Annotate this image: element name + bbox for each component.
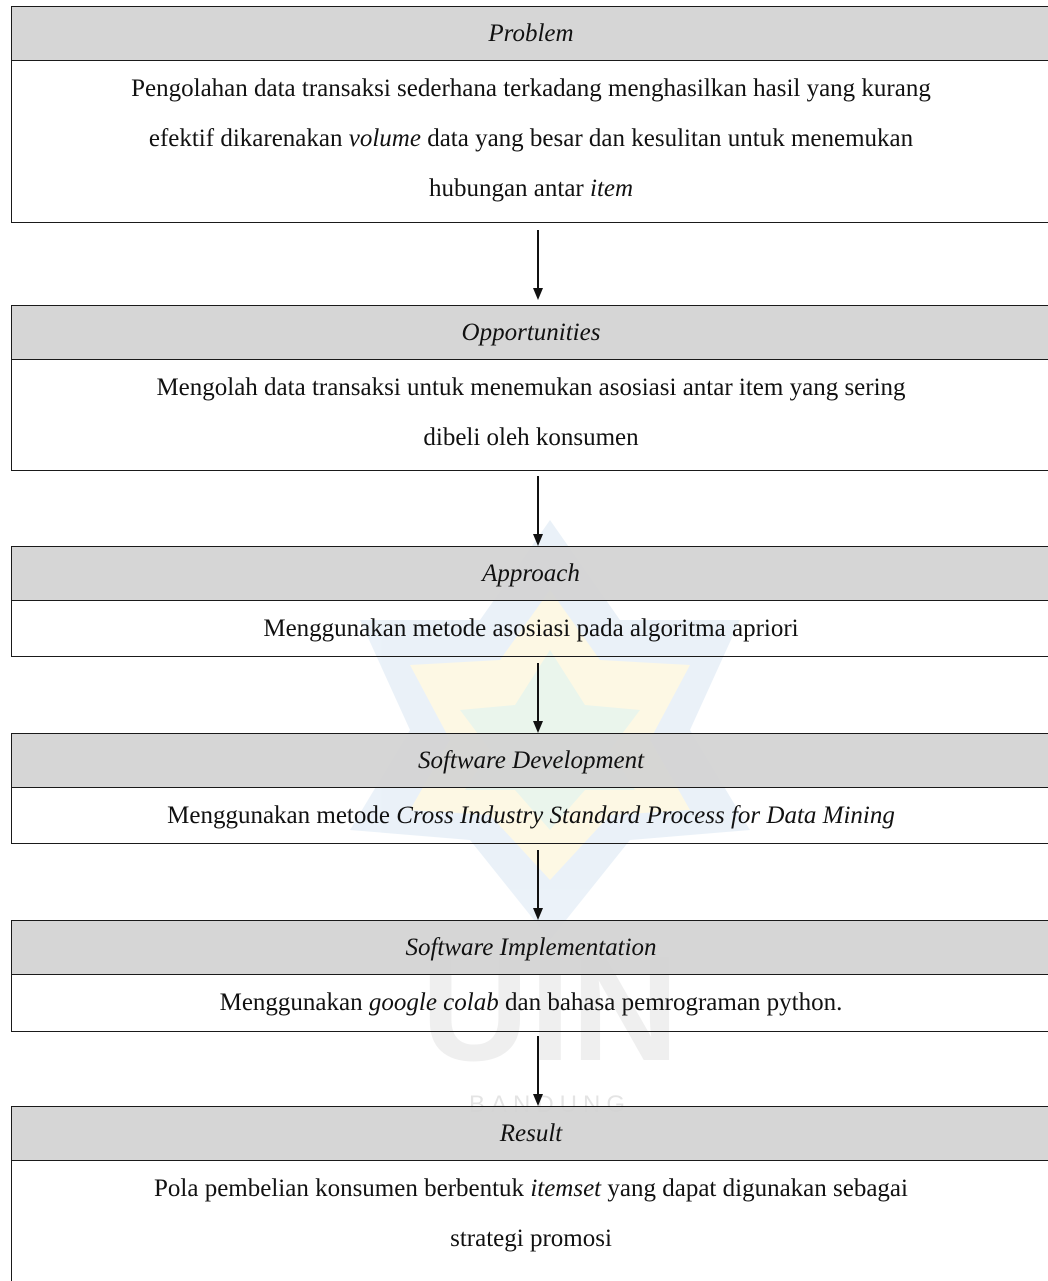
opportunities-body: Mengolah data transaksi untuk menemukan … bbox=[12, 360, 1048, 466]
arrow-down-icon bbox=[533, 230, 543, 300]
approach-body: Menggunakan metode asosiasi pada algorit… bbox=[12, 601, 1048, 657]
problem-body: Pengolahan data transaksi sederhana terk… bbox=[12, 61, 1048, 217]
text-line: Pola pembelian konsumen berbentuk itemse… bbox=[20, 1164, 1042, 1214]
arrow-down-icon bbox=[533, 476, 543, 546]
approach-header: Approach bbox=[12, 547, 1048, 601]
opportunities-box: Opportunities Mengolah data transaksi un… bbox=[11, 305, 1048, 471]
arrow-down-icon bbox=[533, 663, 543, 733]
arrow-down-icon bbox=[533, 1036, 543, 1106]
text-line: strategi promosi bbox=[20, 1214, 1042, 1264]
problem-box: Problem Pengolahan data transaksi sederh… bbox=[11, 6, 1048, 223]
opportunities-header: Opportunities bbox=[12, 306, 1048, 360]
result-header: Result bbox=[12, 1107, 1048, 1161]
text-run: strategi promosi bbox=[450, 1225, 612, 1252]
text-run: data yang besar dan kesulitan untuk mene… bbox=[420, 125, 914, 152]
text-line: Menggunakan google colab dan bahasa pemr… bbox=[20, 978, 1042, 1028]
result-body: Pola pembelian konsumen berbentuk itemse… bbox=[12, 1161, 1048, 1267]
text-line: hubungan antar item bbox=[20, 164, 1042, 214]
italic-term: volume bbox=[348, 125, 421, 152]
text-run: Menggunakan bbox=[219, 989, 369, 1016]
text-run: Pengolahan data transaksi sederhana terk… bbox=[131, 75, 931, 102]
software-development-body: Menggunakan metode Cross Industry Standa… bbox=[12, 788, 1048, 844]
text-run: dibeli oleh konsumen bbox=[423, 424, 639, 451]
result-box: Result Pola pembelian konsumen berbentuk… bbox=[11, 1106, 1048, 1281]
text-run: Menggunakan metode asosiasi pada algorit… bbox=[263, 615, 799, 642]
software-implementation-header: Software Implementation bbox=[12, 921, 1048, 975]
text-line: Mengolah data transaksi untuk menemukan … bbox=[20, 363, 1042, 413]
text-line: Menggunakan metode Cross Industry Standa… bbox=[20, 791, 1042, 841]
text-line: efektif dikarenakan volume data yang bes… bbox=[20, 114, 1042, 164]
text-run: Mengolah data transaksi untuk menemukan … bbox=[156, 374, 906, 401]
problem-header: Problem bbox=[12, 7, 1048, 61]
italic-term: item bbox=[590, 175, 634, 202]
text-run: dan bahasa pemrograman python. bbox=[498, 989, 843, 1016]
text-run: Menggunakan metode bbox=[167, 802, 397, 829]
italic-term: google colab bbox=[368, 989, 499, 1016]
software-development-box: Software Development Menggunakan metode … bbox=[11, 733, 1048, 844]
arrow-down-icon bbox=[533, 850, 543, 920]
text-run: Pola pembelian konsumen berbentuk bbox=[154, 1175, 531, 1202]
italic-term: itemset bbox=[530, 1175, 602, 1202]
approach-box: Approach Menggunakan metode asosiasi pad… bbox=[11, 546, 1048, 657]
italic-term: Cross Industry Standard Process for Data… bbox=[396, 802, 895, 829]
software-development-header: Software Development bbox=[12, 734, 1048, 788]
text-line: dibeli oleh konsumen bbox=[20, 413, 1042, 463]
text-run: hubungan antar bbox=[428, 175, 590, 202]
text-run: efektif dikarenakan bbox=[148, 125, 349, 152]
text-line: Menggunakan metode asosiasi pada algorit… bbox=[20, 604, 1042, 654]
software-implementation-box: Software Implementation Menggunakan goog… bbox=[11, 920, 1048, 1032]
text-line: Pengolahan data transaksi sederhana terk… bbox=[20, 64, 1042, 114]
text-run: yang dapat digunakan sebagai bbox=[601, 1175, 908, 1202]
software-implementation-body: Menggunakan google colab dan bahasa pemr… bbox=[12, 975, 1048, 1031]
